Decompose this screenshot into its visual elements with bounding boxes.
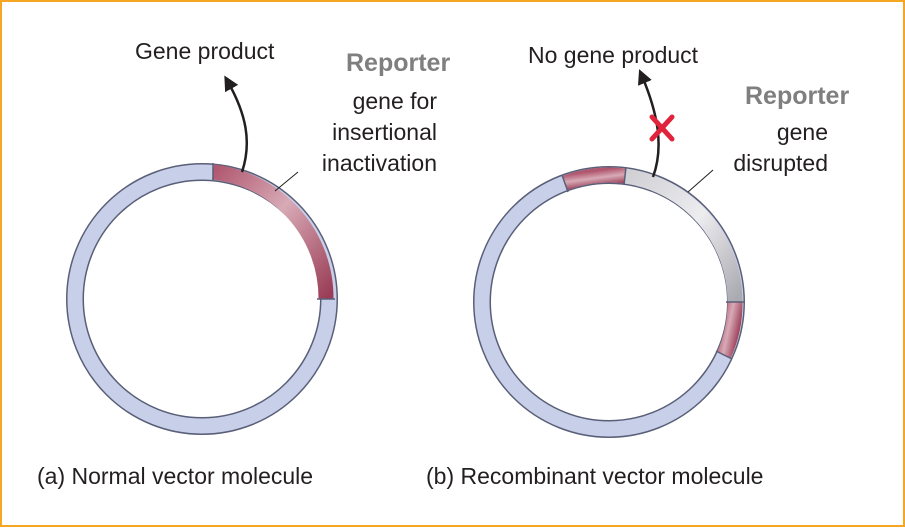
caption-b: (b) Recombinant vector molecule (426, 463, 764, 489)
reporter-gene-segment-a (212, 164, 334, 300)
vector-a (66, 75, 338, 435)
gene-product-arrow (224, 75, 249, 173)
reporter-desc-a-line2: insertional (332, 119, 437, 145)
reporter-title-b: Reporter (745, 82, 850, 110)
caption-a: (a) Normal vector molecule (37, 463, 314, 489)
no-gene-product-arrow (637, 69, 660, 178)
reporter-desc-b-line1: gene (776, 119, 828, 145)
reporter-title-a: Reporter (346, 49, 451, 77)
reporter-desc-a-line3: inactivation (321, 150, 437, 176)
reporter-leader-line-a (274, 171, 299, 192)
reporter-desc-a-line1: gene for (352, 88, 437, 114)
gene-product-label: Gene product (135, 38, 275, 64)
segment-tick-b-2 (623, 166, 627, 186)
reporter-gene-part-1 (562, 167, 626, 191)
segment-tick-b-4 (715, 350, 733, 360)
vector-b (473, 69, 745, 438)
reporter-leader-line-b (687, 169, 714, 193)
dna-insert-segment (623, 168, 743, 303)
no-gene-product-label: No gene product (528, 42, 699, 68)
reporter-gene-part-2 (717, 301, 743, 359)
reporter-desc-b-line2: disrupted (733, 150, 828, 176)
segment-tick-b-1 (561, 174, 569, 193)
blocked-x-icon (649, 114, 675, 142)
